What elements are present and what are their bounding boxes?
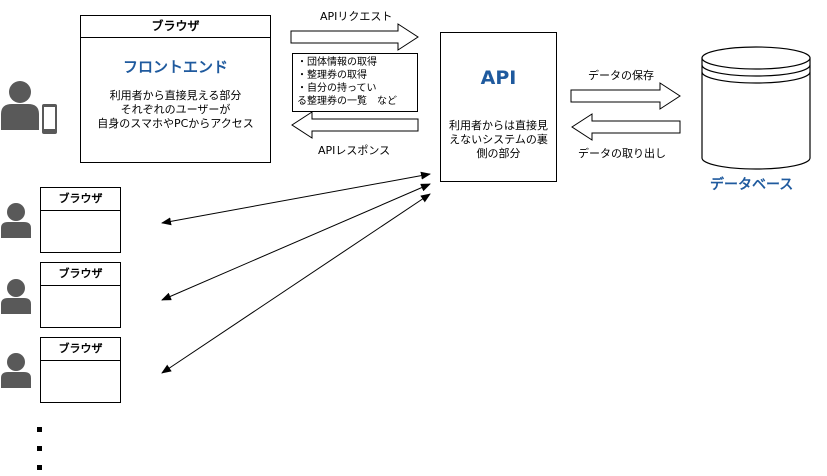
- smartphone-icon: [42, 104, 57, 134]
- payload-box: ・団体情報の取得 ・整理券の取得 ・自分の持ってい る整理券の一覧 など: [292, 53, 418, 112]
- user-icon: [1, 81, 39, 130]
- api-request-label: APIリクエスト: [320, 10, 393, 23]
- ellipsis-dot: [37, 427, 42, 432]
- frontend-header: ブラウザ: [81, 16, 270, 38]
- database-icon: [701, 46, 811, 170]
- user-icon: [1, 279, 31, 314]
- api-box: API 利用者からは直接見 えないシステムの裏 側の部分: [440, 32, 557, 182]
- api-response-label: APIレスポンス: [318, 144, 391, 157]
- browser-box: ブラウザ: [40, 262, 121, 328]
- save-label: データの保存: [588, 69, 654, 82]
- ellipsis-dot: [37, 465, 42, 470]
- browser-header: ブラウザ: [41, 188, 120, 211]
- browser-2-api-link: [161, 183, 431, 301]
- browser-1-api-link: [161, 171, 431, 226]
- frontend-box: ブラウザ フロントエンド 利用者から直接見える部分 それぞれのユーザーが 自身の…: [80, 15, 271, 163]
- frontend-title: フロントエンド: [122, 58, 228, 76]
- frontend-description: 利用者から直接見える部分 それぞれのユーザーが 自身のスマホやPCからアクセス: [97, 89, 254, 130]
- api-response-arrow: [291, 111, 419, 139]
- fetch-arrow: [571, 113, 681, 141]
- browser-box: ブラウザ: [40, 187, 121, 253]
- browser-3-api-link: [161, 193, 431, 374]
- fetch-label: データの取り出し: [578, 147, 666, 160]
- browser-header: ブラウザ: [41, 263, 120, 286]
- browser-header: ブラウザ: [41, 338, 120, 361]
- save-arrow: [570, 82, 681, 110]
- ellipsis-dot: [37, 446, 42, 451]
- api-title: API: [480, 67, 517, 89]
- browser-header-label: ブラウザ: [151, 19, 200, 33]
- api-description: 利用者からは直接見 えないシステムの裏 側の部分: [449, 119, 548, 160]
- api-request-arrow: [290, 23, 419, 51]
- database-label: データベース: [710, 177, 794, 193]
- browser-box: ブラウザ: [40, 337, 121, 403]
- user-icon: [1, 353, 31, 388]
- user-icon: [1, 203, 31, 238]
